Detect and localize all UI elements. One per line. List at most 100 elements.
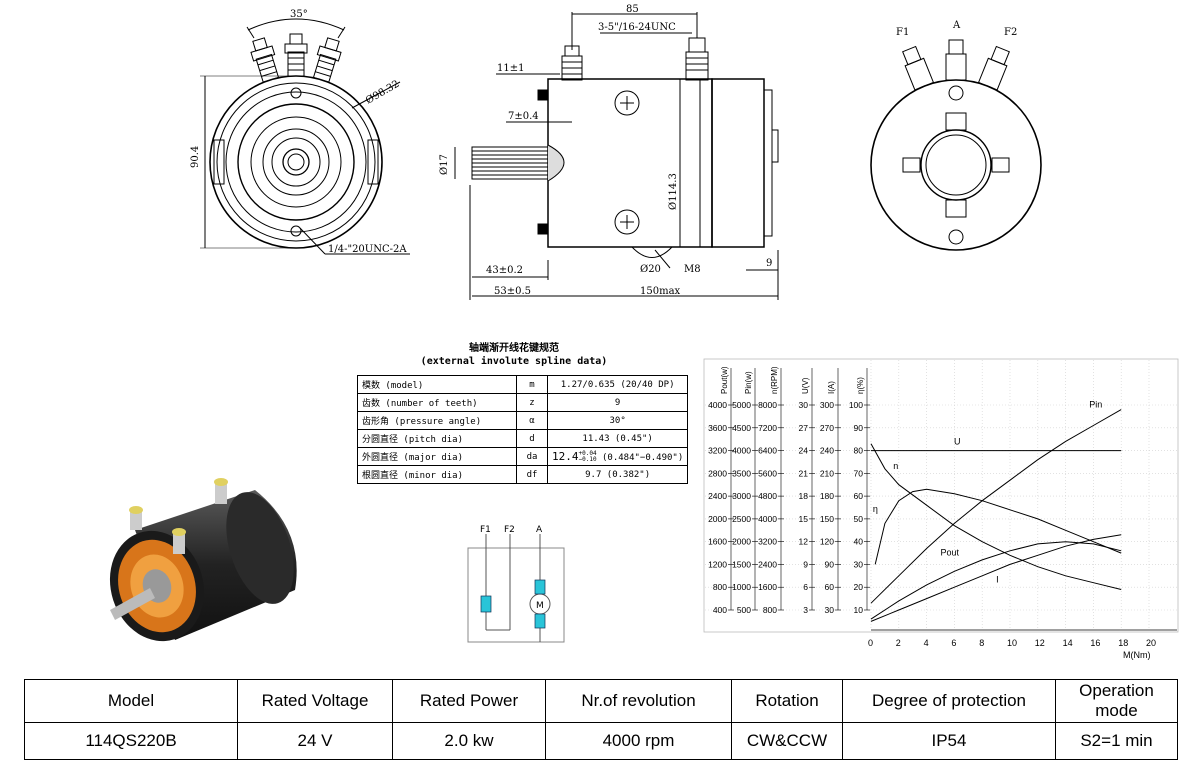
- spline-cell-value: 9.7 (0.382"): [546, 465, 689, 484]
- y-tick-label: 4000: [732, 446, 751, 456]
- dim-43: 43±0.2: [486, 265, 523, 276]
- series-label: n: [893, 461, 898, 471]
- y-tick-label: 1600: [708, 537, 727, 547]
- x-tick-label: 18: [1118, 638, 1128, 648]
- spec-header-row: Model Rated Voltage Rated Power Nr.of re…: [24, 679, 1178, 723]
- dim-9: 9: [766, 258, 772, 269]
- y-tick-label: 120: [820, 537, 834, 547]
- y-tick-label: 21: [799, 468, 809, 478]
- spec-header: Rated Power: [392, 679, 546, 723]
- y-tick-label: 15: [799, 514, 809, 524]
- y-tick-label: 20: [854, 582, 864, 592]
- y-tick-label: 7200: [758, 423, 777, 433]
- y-tick-label: 3200: [708, 446, 727, 456]
- y-tick-label: 2800: [708, 468, 727, 478]
- axis-label: I(A): [827, 381, 836, 394]
- dim-thread: 1/4-"20UNC-2A: [328, 244, 407, 255]
- spec-value: 114QS220B: [24, 722, 238, 760]
- y-tick-label: 6400: [758, 446, 777, 456]
- spline-cell-name: 齿形角 (pressure angle): [357, 411, 517, 430]
- table-row: 外圆直径 (major dia) da 12.4+0.04−0.10 (0.48…: [357, 447, 689, 466]
- major-dia-sub: −0.10: [578, 456, 597, 464]
- spline-title-en: (external involute spline data): [420, 356, 608, 367]
- y-tick-label: 500: [737, 605, 751, 615]
- dim-53: 53±0.5: [494, 286, 531, 297]
- y-tick-label: 800: [763, 605, 777, 615]
- series-line: [870, 534, 1122, 622]
- y-tick-label: 3: [803, 605, 808, 615]
- y-tick-label: 60: [825, 582, 835, 592]
- y-tick-label: 2400: [758, 559, 777, 569]
- spline-cell-name: 模数 (model): [357, 375, 517, 394]
- spec-header: Nr.of revolution: [545, 679, 732, 723]
- dim-85: 85: [626, 4, 639, 15]
- y-tick-label: 18: [799, 491, 809, 501]
- spline-cell-sym: da: [516, 447, 548, 466]
- series-label: U: [954, 437, 961, 447]
- axis-label: U(V): [801, 377, 810, 394]
- y-tick-label: 1500: [732, 559, 751, 569]
- motor-3d-render: [109, 478, 297, 642]
- field-winding-icon: [480, 595, 492, 613]
- spec-header: Model: [24, 679, 238, 723]
- spec-table: Model Rated Voltage Rated Power Nr.of re…: [24, 679, 1178, 760]
- axis-label: Pin(w): [744, 371, 753, 394]
- spec-value: 2.0 kw: [392, 722, 546, 760]
- spline-cell-name: 分圆直径 (pitch dia): [357, 429, 517, 448]
- dim-unc: 3-5"/16-24UNC: [598, 22, 676, 33]
- y-tick-label: 4000: [708, 400, 727, 410]
- y-tick-label: 2400: [708, 491, 727, 501]
- y-tick-label: 5000: [732, 400, 751, 410]
- terminal-f2: F2: [1004, 27, 1017, 38]
- x-tick-label: 10: [1007, 638, 1017, 648]
- y-tick-label: 24: [799, 446, 809, 456]
- y-tick-label: 5600: [758, 468, 777, 478]
- chart-frame: [703, 358, 1179, 633]
- series-label: I: [996, 575, 999, 585]
- spec-value: 24 V: [237, 722, 393, 760]
- y-tick-label: 300: [820, 400, 834, 410]
- spline-cell-value: 9: [546, 393, 689, 412]
- front-view: [200, 18, 410, 255]
- brush-top-icon: [534, 579, 546, 595]
- y-tick-label: 3200: [758, 537, 777, 547]
- x-axis-label: M(Nm): [1123, 650, 1151, 660]
- table-row: 根圆直径 (minor dia) df 9.7 (0.382"): [357, 465, 689, 484]
- major-dia-sup: +0.04: [578, 450, 597, 458]
- y-tick-label: 12: [799, 537, 809, 547]
- spline-cell-value: 1.27/0.635 (20/40 DP): [546, 375, 689, 394]
- series-line: [874, 488, 1122, 565]
- table-row: 模数 (model) m 1.27/0.635 (20/40 DP): [357, 375, 689, 394]
- dim-7: 7±0.4: [508, 111, 539, 122]
- y-tick-label: 210: [820, 468, 834, 478]
- spline-cell-value: 11.43 (0.45"): [546, 429, 689, 448]
- wiring-diagram: F1 F2 A M: [467, 525, 565, 643]
- y-tick-label: 1200: [708, 559, 727, 569]
- y-tick-label: 30: [799, 400, 809, 410]
- y-tick-label: 2000: [732, 537, 751, 547]
- technical-drawings: 35° 90.4 Ø98.32 1/4-"20UNC-2A: [190, 4, 1042, 300]
- y-tick-label: 30: [854, 559, 864, 569]
- y-tick-label: 80: [854, 446, 864, 456]
- table-row: 齿数 (number of teeth) z 9: [357, 393, 689, 412]
- spline-cell-name: 齿数 (number of teeth): [357, 393, 517, 412]
- y-tick-label: 90: [825, 559, 835, 569]
- spline-cell-name: 根圆直径 (minor dia): [357, 465, 517, 484]
- rear-view: [870, 39, 1042, 251]
- x-tick-label: 2: [896, 638, 901, 648]
- y-tick-label: 30: [825, 605, 835, 615]
- y-tick-label: 800: [713, 582, 727, 592]
- brush-bottom-icon: [534, 613, 546, 629]
- y-tick-label: 2500: [732, 514, 751, 524]
- y-tick-label: 3500: [732, 468, 751, 478]
- y-tick-label: 27: [799, 423, 809, 433]
- spec-value: CW&CCW: [731, 722, 843, 760]
- spline-title-cn: 轴端渐开线花键规范: [469, 343, 559, 354]
- spline-cell-sym: α: [516, 411, 548, 430]
- series-label: η: [873, 504, 878, 514]
- spec-header: Rotation: [731, 679, 843, 723]
- y-tick-label: 180: [820, 491, 834, 501]
- terminal-a: A: [952, 20, 961, 31]
- spec-value: 4000 rpm: [545, 722, 732, 760]
- y-tick-label: 400: [713, 605, 727, 615]
